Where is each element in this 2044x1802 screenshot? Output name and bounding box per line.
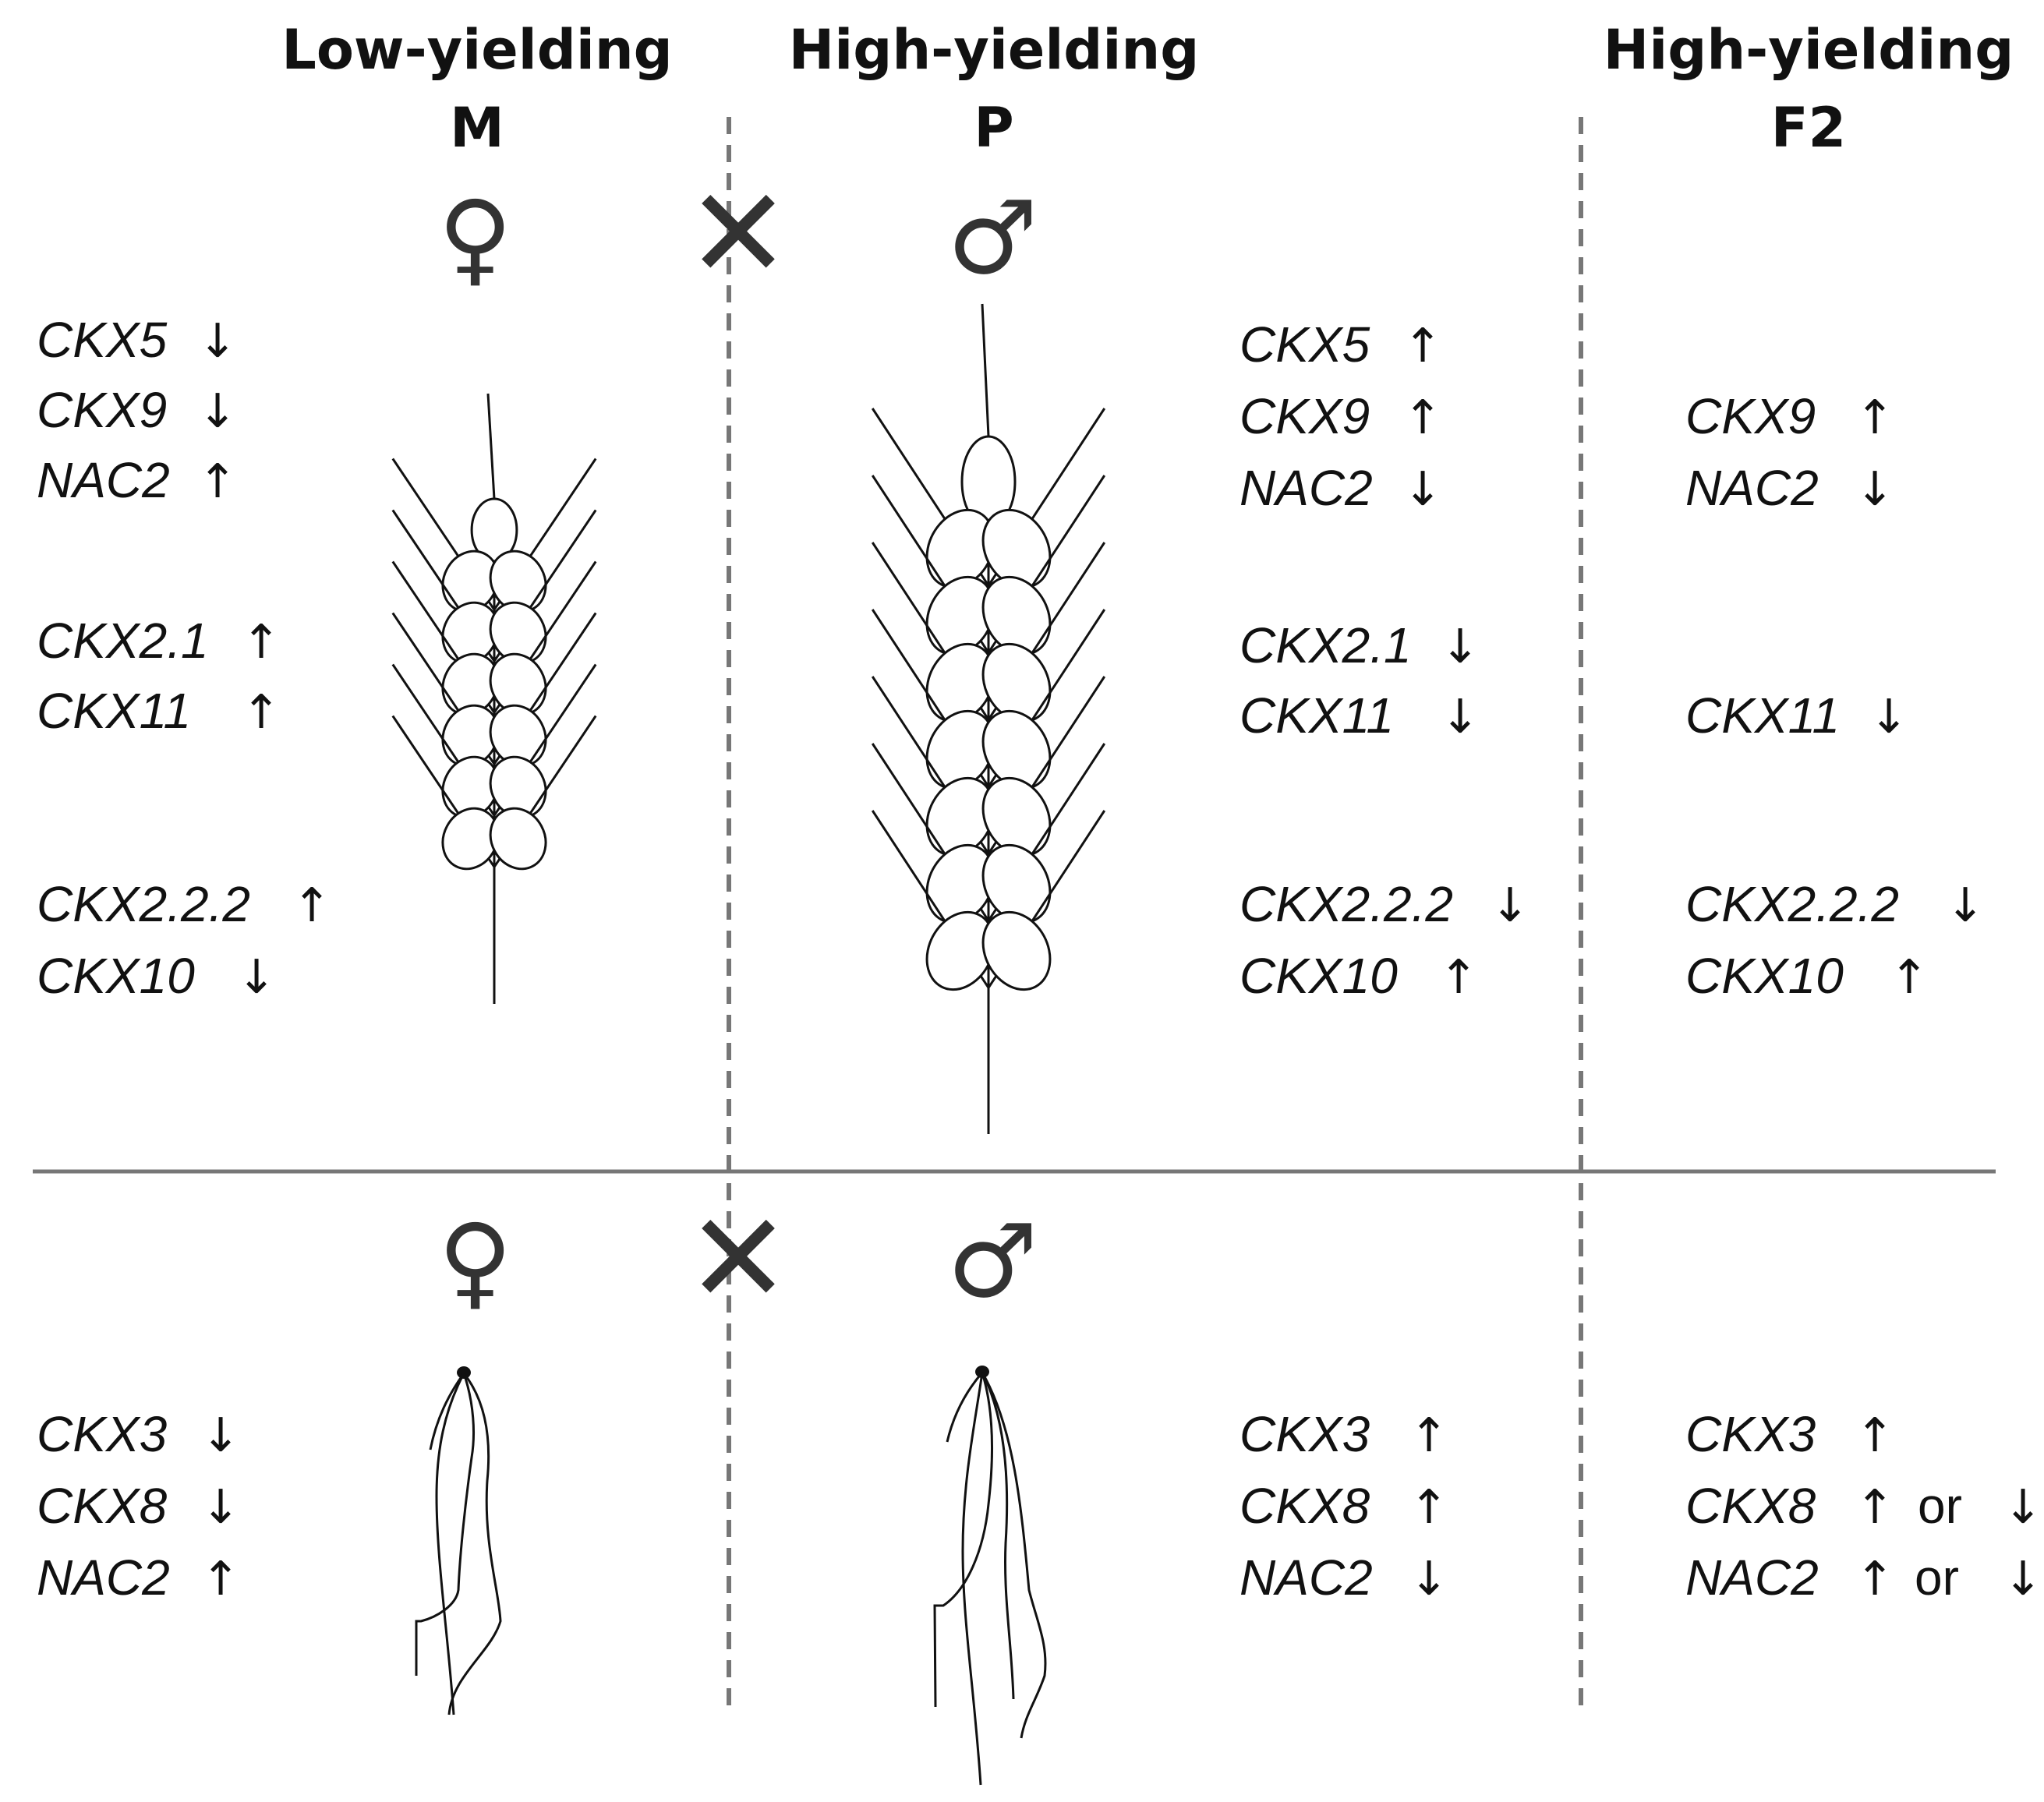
gene-label: CKX3 xyxy=(1685,1406,1816,1462)
expression-down-icon: ↓ xyxy=(1403,462,1443,517)
expression-up-icon: ↑ xyxy=(1855,390,1895,445)
or-label: or xyxy=(1918,1478,1962,1534)
gene-label: CKX2.1 xyxy=(1239,617,1412,673)
gene-label: CKX11 xyxy=(1239,687,1395,744)
expression-down-icon: ↓ xyxy=(1855,462,1895,517)
gene-label: CKX11 xyxy=(1685,687,1841,744)
gene-label: CKX10 xyxy=(1685,948,1844,1004)
expression-up-icon: ↑ xyxy=(292,878,332,933)
expression-down-icon: ↓ xyxy=(201,1408,241,1463)
expression-up-icon: ↑ xyxy=(1855,1552,1895,1606)
gene-label: CKX3 xyxy=(37,1406,168,1462)
expression-up-icon: ↑ xyxy=(201,1552,241,1606)
gene-label: CKX9 xyxy=(37,382,168,438)
high-yielding-seedling-drawing xyxy=(933,1366,1047,1786)
header-high-yielding-f2: High-yielding F2 xyxy=(1575,11,2042,167)
expression-up-icon: ↑ xyxy=(1439,950,1479,1005)
gene-label: NAC2 xyxy=(37,452,170,508)
expression-down-icon: ↓ xyxy=(198,314,238,369)
header-f2-line1: High-yielding xyxy=(1603,18,2014,82)
gene-label: CKX3 xyxy=(1239,1406,1370,1462)
male-symbol-icon: ♂ xyxy=(947,1202,1038,1320)
expression-down-icon: ↓ xyxy=(2003,1480,2043,1535)
expression-up-icon: ↑ xyxy=(1409,1408,1449,1463)
gene-label: NAC2 xyxy=(1239,1549,1373,1606)
header-m-line1: Low-yielding xyxy=(281,18,673,82)
gene-label: NAC2 xyxy=(1685,460,1819,516)
gene-label: CKX2.1 xyxy=(37,613,209,669)
header-m-line2: M xyxy=(450,96,504,160)
cross-symbol-icon: ✕ xyxy=(686,1185,791,1331)
gene-label: CKX8 xyxy=(1239,1478,1370,1534)
expression-down-icon: ↓ xyxy=(1869,690,1909,744)
gene-label: CKX5 xyxy=(37,312,168,368)
expression-up-icon: ↑ xyxy=(198,454,238,509)
male-symbol-icon: ♂ xyxy=(947,178,1038,297)
high-yielding-spike-drawing xyxy=(871,303,1106,1134)
expression-up-icon: ↑ xyxy=(1890,950,1929,1005)
gene-label: CKX9 xyxy=(1685,388,1816,444)
gene-label: CKX10 xyxy=(37,948,195,1004)
expression-up-icon: ↑ xyxy=(1855,1408,1895,1463)
gene-label: NAC2 xyxy=(1685,1549,1819,1606)
expression-up-icon: ↑ xyxy=(1403,319,1443,373)
expression-up-icon: ↑ xyxy=(242,685,281,740)
gene-label: CKX2.2.2 xyxy=(37,876,250,932)
gene-label: CKX10 xyxy=(1239,948,1398,1004)
expression-down-icon: ↓ xyxy=(1409,1552,1449,1606)
expression-down-icon: ↓ xyxy=(237,950,277,1005)
expression-up-icon: ↑ xyxy=(1409,1480,1449,1535)
expression-down-icon: ↓ xyxy=(198,384,238,439)
header-high-yielding-p: High-yielding P xyxy=(760,11,1228,167)
expression-up-icon: ↑ xyxy=(242,615,281,670)
header-f2-line2: F2 xyxy=(1770,96,1847,160)
gene-label: NAC2 xyxy=(1239,460,1373,516)
gene-label: CKX2.2.2 xyxy=(1685,876,1899,932)
gene-label: CKX11 xyxy=(37,683,192,739)
female-symbol-icon: ♀ xyxy=(438,1202,513,1320)
gene-label: CKX8 xyxy=(1685,1478,1816,1534)
female-symbol-icon: ♀ xyxy=(438,178,513,297)
gene-label: CKX5 xyxy=(1239,316,1370,373)
gene-label: CKX8 xyxy=(37,1478,168,1534)
expression-down-icon: ↓ xyxy=(2003,1552,2043,1606)
low-yielding-spike-drawing xyxy=(391,393,597,1004)
expression-down-icon: ↓ xyxy=(1946,878,1986,933)
gene-label: CKX2.2.2 xyxy=(1239,876,1453,932)
expression-up-icon: ↑ xyxy=(1403,390,1443,445)
header-p-line2: P xyxy=(974,96,1014,160)
expression-down-icon: ↓ xyxy=(201,1480,241,1535)
expression-down-icon: ↓ xyxy=(1441,690,1480,744)
expression-down-icon: ↓ xyxy=(1491,878,1530,933)
gene-label: NAC2 xyxy=(37,1549,170,1606)
header-p-line1: High-yielding xyxy=(788,18,1200,82)
expression-up-icon: ↑ xyxy=(1855,1480,1895,1535)
or-label: or xyxy=(1915,1549,1959,1606)
cross-symbol-icon: ✕ xyxy=(686,161,791,306)
expression-down-icon: ↓ xyxy=(1441,620,1480,674)
low-yielding-seedling-drawing xyxy=(415,1366,502,1715)
gene-label: CKX9 xyxy=(1239,388,1370,444)
header-low-yielding-m: Low-yielding M xyxy=(243,11,711,167)
